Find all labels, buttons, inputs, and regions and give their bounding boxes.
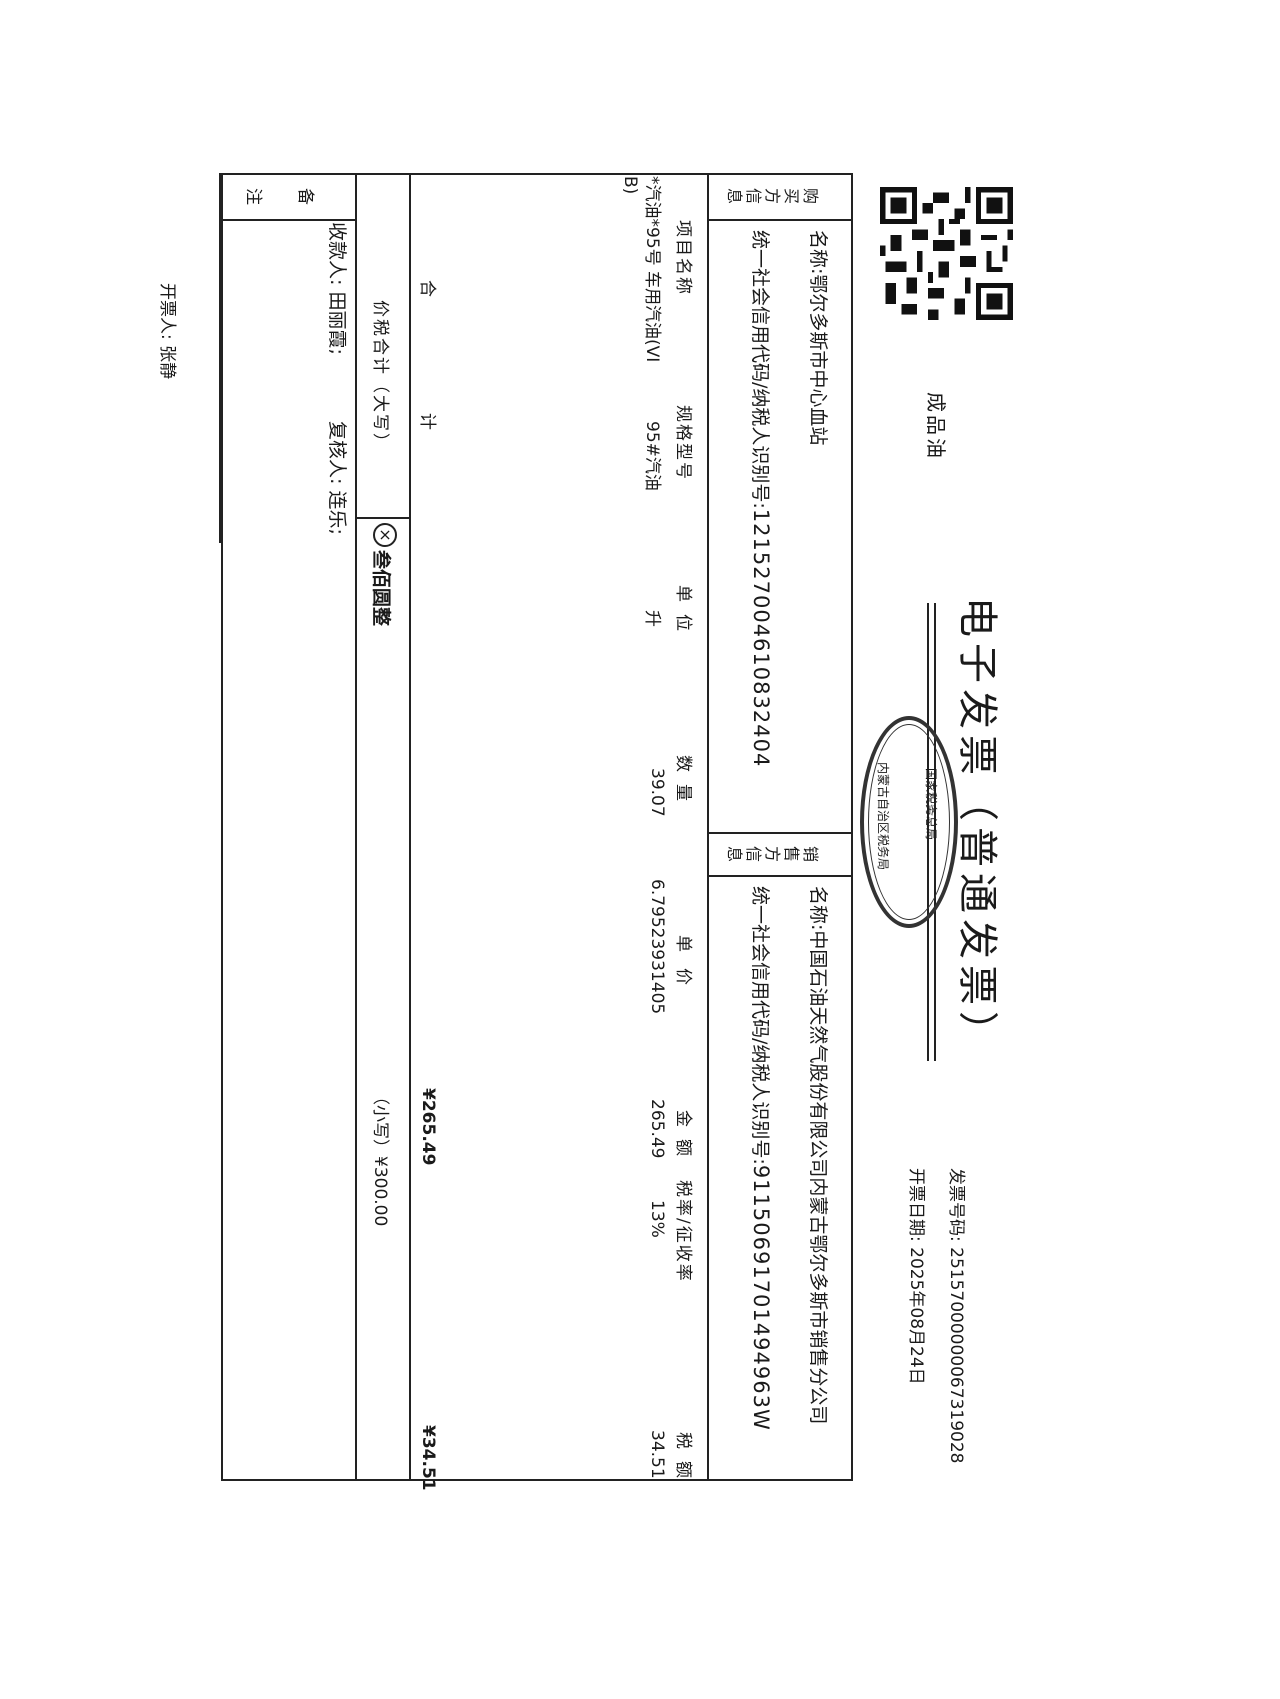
divider — [355, 173, 357, 1481]
header-tax: 税额 — [673, 1432, 693, 1490]
item-tax-rate: 13% — [647, 1200, 667, 1238]
item-unit-price: 6.7952393​1405 — [647, 879, 667, 1015]
seller-name-value: 中国石油天然气股份有限公司内蒙古鄂尔多斯市销售分公司 — [807, 930, 829, 1425]
divider — [707, 173, 709, 1481]
divider — [357, 517, 411, 519]
issue-date-label: 开票日期: — [906, 1168, 926, 1242]
item-spec: 95#汽油 — [642, 421, 662, 491]
total-label-2: 计 — [417, 413, 437, 432]
grand-total-small: （小写）¥300.00 — [370, 1088, 390, 1227]
divider — [709, 875, 853, 877]
divider — [221, 219, 357, 221]
header-item-name: 项目名称 — [673, 220, 693, 296]
divider — [409, 173, 411, 1481]
official-seal: 国家税务总局 内蒙古自治区税务局 — [860, 716, 958, 928]
cross-circle-icon: × — [373, 523, 397, 547]
buyer-tax-id-value: 12152700461083240​4 — [749, 508, 773, 768]
invoice-number-label: 发票号码: — [946, 1168, 966, 1242]
divider — [709, 219, 853, 221]
item-unit: 升 — [642, 610, 662, 627]
seller-section-label: 销售方信息 — [725, 845, 820, 862]
item-quantity: 39.07 — [647, 768, 667, 817]
item-amount: 265.49 — [647, 1099, 667, 1159]
payee: 收款人: 田丽霞; — [326, 222, 348, 355]
grand-total-label: 价税合计（大写） — [370, 300, 390, 452]
header-spec: 规格型号 — [673, 405, 693, 481]
item-name: *汽油*95号 车用汽油(VI — [642, 176, 662, 363]
header-tax-rate: 税率/征收率 — [673, 1180, 693, 1283]
invoice-category: 成品油 — [924, 392, 948, 461]
issuer: 开票人: 张静 — [157, 283, 177, 380]
seller-name-label: 名称: — [807, 886, 829, 931]
item-name-continued: B) — [620, 176, 640, 195]
buyer-name-value: 鄂尔多斯市中心血站 — [807, 274, 829, 446]
seal-text: 国家税务总局 — [924, 768, 938, 841]
item-tax: 34.51 — [647, 1430, 667, 1479]
invoice-number-value: 25157000000067319028 — [946, 1247, 966, 1464]
header-amount: 金额 — [673, 1110, 693, 1168]
total-tax: ¥34.51 — [418, 1425, 438, 1491]
header-unit-price: 单价 — [673, 935, 693, 1001]
total-label-1: 合 — [417, 280, 437, 299]
divider — [219, 173, 223, 543]
issue-date-value: 2025年08月24日 — [906, 1247, 926, 1385]
buyer-section-label: 购买方信息 — [725, 187, 820, 204]
seller-tax-id-value: 91150691701494963W — [749, 1164, 773, 1431]
divider — [709, 832, 853, 834]
buyer-tax-id-label: 统一社会信用代码/纳税人识别号: — [749, 230, 771, 509]
buyer-tax-id: 统一社会信用代码/纳税人识别号:12152700461083240​4 — [748, 230, 775, 767]
seller-tax-id-label: 统一社会信用代码/纳税人识别号: — [749, 886, 771, 1165]
qr-code-icon — [880, 187, 1013, 320]
reviewer: 复核人: 连乐; — [326, 421, 348, 535]
issue-date: 开票日期: 2025年08月24日 — [906, 1168, 931, 1385]
remarks-label-2: 注 — [243, 188, 263, 207]
seller-tax-id: 统一社会信用代码/纳税人识别号:91150691701494963W — [748, 886, 775, 1431]
header-quantity: 数量 — [673, 755, 693, 813]
grand-total-words: 叁佰圆整 — [370, 550, 392, 627]
buyer-name-label: 名称: — [807, 230, 829, 275]
total-amount: ¥265.49 — [418, 1088, 438, 1166]
remarks-label-1: 备 — [295, 188, 315, 207]
seller-name: 名称:中国石油天然气股份有限公司内蒙古鄂尔多斯市销售分公司 — [806, 886, 833, 1424]
header-unit: 单位 — [673, 585, 693, 643]
invoice-number: 发票号码: 25157000000067319028 — [946, 1168, 971, 1463]
invoice-title: 电子发票（普通发票） — [954, 597, 1000, 1057]
seal-text: 内蒙古自治区税务局 — [876, 762, 890, 871]
buyer-name: 名称:鄂尔多斯市中心血站 — [806, 230, 833, 445]
